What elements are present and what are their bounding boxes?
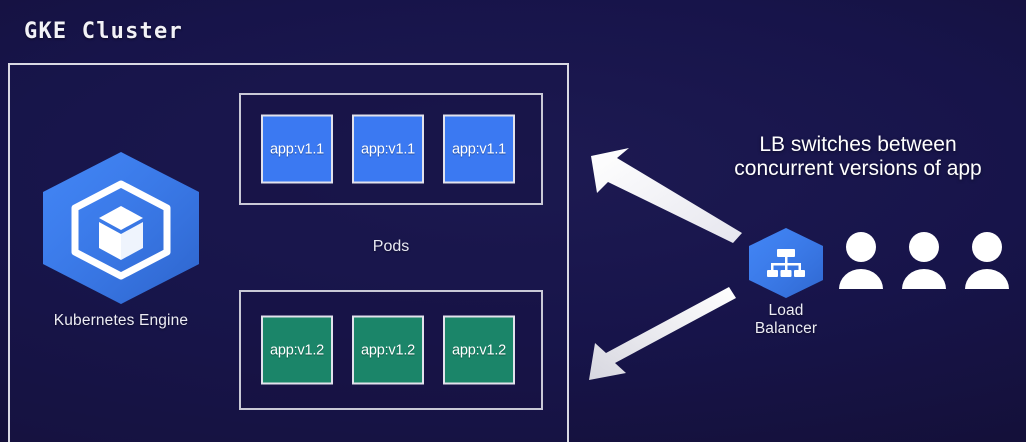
lb-note-line2: concurrent versions of app (734, 157, 982, 181)
pods-group-v12: app:v1.2 app:v1.2 app:v1.2 (239, 290, 543, 410)
arrow-to-v12-pods (589, 287, 736, 380)
gke-hexagon-icon (32, 148, 210, 308)
pod-v11-3[interactable]: app:v1.1 (443, 114, 515, 184)
pod-v11-2[interactable]: app:v1.1 (352, 114, 424, 184)
pod-v12-2[interactable]: app:v1.2 (352, 315, 424, 385)
lb-note: LB switches between concurrent versions … (690, 133, 1026, 182)
kubernetes-engine-label: Kubernetes Engine (53, 312, 189, 329)
pod-v12-3[interactable]: app:v1.2 (443, 315, 515, 385)
pods-caption: Pods (372, 238, 410, 255)
load-balancer-label-line1: Load (768, 302, 804, 319)
pod-v12-1[interactable]: app:v1.2 (261, 315, 333, 385)
user-person-icon (902, 232, 946, 289)
user-person-icon (965, 232, 1009, 289)
users-group (839, 232, 1009, 289)
user-person-icon (839, 232, 883, 289)
load-balancer-node: Load Balancer (740, 226, 832, 337)
pod-v11-1[interactable]: app:v1.1 (261, 114, 333, 184)
kubernetes-engine-node: Kubernetes Engine (31, 148, 211, 343)
pods-group-v11: app:v1.1 app:v1.1 app:v1.1 (239, 93, 543, 205)
load-balancer-hexagon-icon (741, 226, 831, 300)
page-title: GKE Cluster (24, 19, 183, 44)
lb-note-line1: LB switches between (759, 133, 957, 156)
load-balancer-label: Load Balancer (740, 302, 832, 337)
load-balancer-label-line2: Balancer (754, 319, 818, 337)
